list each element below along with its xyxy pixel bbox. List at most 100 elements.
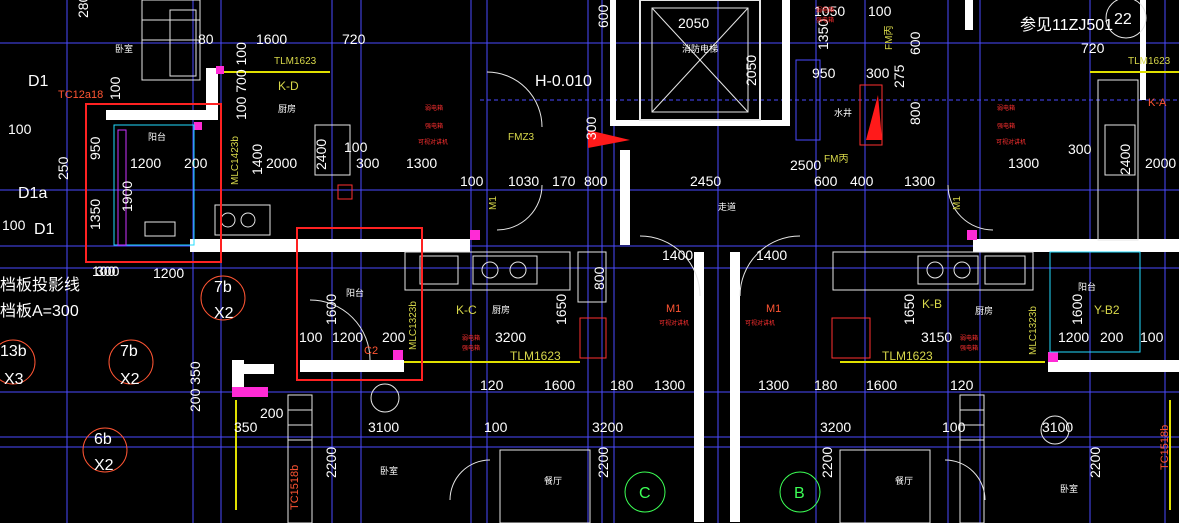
dim-1200a: 1200 <box>130 155 161 171</box>
dim-1400c: 1400 <box>756 247 787 263</box>
dim-950a: 950 <box>812 65 836 81</box>
dim-720a: 720 <box>342 31 366 47</box>
hint-baffle-projection: 档板投影线 <box>0 276 80 294</box>
note-weak-box-3: 弱电箱 <box>960 334 978 342</box>
note-strong-box-1: 强电箱 <box>425 122 443 130</box>
dim-400: 400 <box>850 173 874 189</box>
tag-c2: C2 <box>364 345 378 357</box>
axis-b: B <box>794 485 805 502</box>
dim-100h: 100 <box>1140 329 1164 345</box>
dim-200c: 200 <box>1100 329 1124 345</box>
dim-200-350: 200 350 <box>187 361 203 412</box>
dim-3200b: 3200 <box>592 419 623 435</box>
dim-2500: 2500 <box>790 157 821 173</box>
dim-1030: 1030 <box>508 173 539 189</box>
electrical-annotations: 弱电箱 强电箱 可视对讲机 可视对讲机 可视对讲机 弱电箱 强电箱 弱电箱 强电… <box>418 6 1026 352</box>
dim-1200b: 1200 <box>153 265 184 281</box>
elevation-level: H-0.010 <box>535 73 592 90</box>
room-bedroom-bottom-left: 卧室 <box>380 465 398 477</box>
note-weak-box-2: 弱电箱 <box>462 334 480 342</box>
dim-200b: 200 <box>382 329 406 345</box>
fire-elevator-label: 消防电梯 <box>682 43 718 55</box>
dim-2400b: 2400 <box>1117 144 1133 175</box>
mark-d1a: D1a <box>18 185 47 202</box>
dim-1650b: 1650 <box>901 294 917 325</box>
dim-3150: 3150 <box>921 329 952 345</box>
dim-275: 275 <box>891 64 907 88</box>
dim-1650a: 1650 <box>553 294 569 325</box>
bubble-7b-b: 7b <box>120 343 138 360</box>
dim-1400b: 1400 <box>662 247 693 263</box>
tag-fm-bing: FM丙 <box>824 154 848 165</box>
dim-100c: 100 <box>344 139 368 155</box>
mark-labels: D1 D1a D1 档板投影线 档板A=300 7b X2 13b X3 7b … <box>0 11 1132 502</box>
dim-2050: 2050 <box>678 15 709 31</box>
room-bedroom-top-left: 卧室 <box>115 43 133 55</box>
room-labels: 卧室 阳台 厨房 走道 厨房 阳台 厨房 阳台 卧室 餐厅 餐厅 卧室 消防电梯… <box>115 43 1096 495</box>
dim-100k: 100 <box>107 76 123 100</box>
tag-m1-d: M1 <box>952 196 963 210</box>
walls <box>106 0 1179 522</box>
dim-350: 350 <box>234 419 258 435</box>
bubble-x2-c: X2 <box>94 457 114 474</box>
dim-1600d: 1600 <box>544 377 575 393</box>
dim-1050: 1050 <box>814 3 845 19</box>
tag-ka: K-A <box>1148 97 1167 109</box>
dim-300c: 300 <box>1068 141 1092 157</box>
dim-3200a: 3200 <box>495 329 526 345</box>
tag-fm-bing-2: FM丙 <box>884 26 895 50</box>
reference-note: 参见11ZJ501 <box>1020 16 1113 34</box>
tag-labels: K-D K-C K-B K-A Y-B2 TLM1623 TLM1623 TLM… <box>58 16 1171 510</box>
note-intercom-3: 可视对讲机 <box>745 319 775 327</box>
bubble-22: 22 <box>1114 11 1132 28</box>
dim-2800: 2800 <box>75 0 91 18</box>
dim-1300c: 1300 <box>904 173 935 189</box>
dim-1600c: 1600 <box>1069 294 1085 325</box>
note-intercom-4: 可视对讲机 <box>996 138 1026 146</box>
dim-2200a: 2200 <box>323 447 339 478</box>
dim-100-700: 100 700 100 <box>233 42 249 120</box>
dim-1350: 1350 <box>815 19 831 50</box>
dim-100i: 100 <box>484 419 508 435</box>
dim-3100b: 3100 <box>1042 419 1073 435</box>
dim-170: 170 <box>552 173 576 189</box>
dim-800b: 800 <box>584 173 608 189</box>
dim-200d: 200 <box>260 405 284 421</box>
bubble-7b-a: 7b <box>214 279 232 296</box>
dim-100j: 100 <box>942 419 966 435</box>
dim-3100a: 3100 <box>368 419 399 435</box>
dim-2200c: 2200 <box>819 447 835 478</box>
dim-1300d: 1300 <box>654 377 685 393</box>
dim-1200d: 1200 <box>1058 329 1089 345</box>
tag-tc-3: TC1518b <box>1159 425 1171 470</box>
room-dining-right: 餐厅 <box>895 475 913 487</box>
dim-2450: 2450 <box>690 173 721 189</box>
tag-mlc-2: MLC1323b <box>408 301 419 350</box>
axis-c: C <box>639 485 651 502</box>
room-kitchen-kb: 厨房 <box>975 305 993 317</box>
room-dining-left: 餐厅 <box>544 475 562 487</box>
tag-tc-1: TC12a18 <box>58 89 103 101</box>
dim-950b: 950 <box>87 136 103 160</box>
dimension-labels: 2800 80 1600 720 1050 100 1350 950 300 2… <box>2 0 1176 478</box>
room-kitchen-kd: 厨房 <box>278 103 296 115</box>
dim-1400a: 1400 <box>249 144 265 175</box>
dim-100b: 100 <box>8 121 32 137</box>
dim-600-v: 600 <box>595 4 611 28</box>
dim-1600a: 1600 <box>256 31 287 47</box>
note-intercom-1: 可视对讲机 <box>418 138 448 146</box>
dim-120a: 120 <box>480 377 504 393</box>
hint-baffle-a: 档板A=300 <box>0 302 79 320</box>
tag-yb2: Y-B2 <box>1094 303 1120 317</box>
dim-2400a: 2400 <box>313 139 329 170</box>
dim-300a: 300 <box>866 65 890 81</box>
note-weak-box-5: 弱电箱 <box>816 6 834 14</box>
dim-250: 250 <box>55 156 71 180</box>
dim-800a: 800 <box>907 101 923 125</box>
dim-1900: 1900 <box>119 181 135 212</box>
room-bedroom-bottom-right: 卧室 <box>1060 483 1078 495</box>
tag-kd: K-D <box>278 79 299 93</box>
